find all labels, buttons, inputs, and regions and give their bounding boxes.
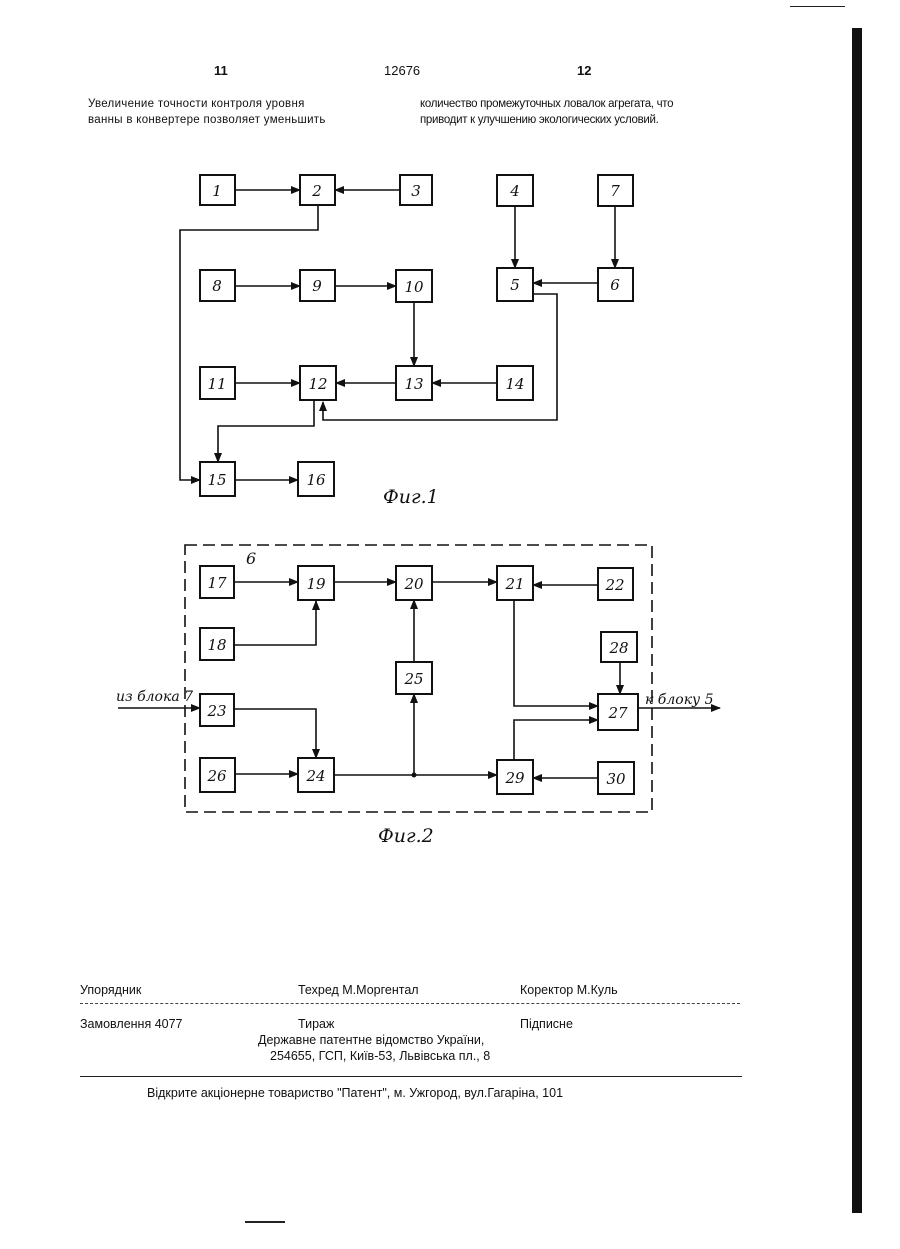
fig2-block-label: 20: [403, 575, 424, 593]
footer-circulation: Тираж: [298, 1017, 334, 1031]
footer-order: Замовлення 4077: [80, 1017, 183, 1031]
fig2-block-label: 17: [207, 574, 227, 592]
fig1-block-label: 7: [610, 182, 620, 200]
fig1-block-label: 1: [212, 182, 222, 200]
fig2-input-label: из блока 7: [116, 689, 193, 705]
footer-compiler: Упорядник: [80, 983, 141, 997]
fig1-block-4: 4: [497, 175, 533, 206]
fig2-block-label: 27: [607, 704, 628, 722]
fig1-block-10: 10: [396, 270, 432, 302]
footer-publisher: Відкрите акціонерне товариство "Патент",…: [147, 1086, 563, 1100]
footer-divider: [80, 1076, 742, 1077]
fig2-block-label: 25: [403, 670, 423, 688]
fig1-block-5: 5: [497, 268, 533, 301]
fig1-block-label: 15: [207, 471, 226, 489]
fig2-block-label: 29: [504, 769, 525, 787]
fig1-block-6: 6: [598, 268, 633, 301]
fig2-block-label: 28: [608, 639, 628, 657]
fig2-block-label: 22: [604, 576, 624, 594]
fig2-block-26: 26: [200, 758, 235, 792]
fig1-block-label: 5: [510, 276, 520, 294]
fig2-block-label: 18: [207, 636, 226, 654]
fig1-block-14: 14: [497, 366, 533, 400]
fig2-block-25: 25: [396, 662, 432, 694]
fig1-block-label: 13: [404, 375, 423, 393]
fig1-block-9: 9: [300, 270, 335, 301]
footer-office-line2: 254655, ГСП, Київ-53, Львівська пл., 8: [270, 1049, 490, 1063]
fig1-block-label: 14: [505, 375, 524, 393]
fig1-block-13: 13: [396, 366, 432, 400]
fig2-block-22: 22: [598, 568, 633, 600]
fig1-block-label: 4: [509, 182, 520, 200]
fig1-block-label: 16: [306, 471, 326, 489]
fig1-block-3: 3: [400, 175, 432, 205]
fig1-block-label: 9: [312, 277, 322, 295]
fig2-block-label: 21: [504, 575, 524, 593]
fig2-block-24: 24: [298, 758, 334, 792]
footer-corrector: Коректор М.Куль: [520, 983, 618, 997]
fig1-block-1: 1: [200, 175, 235, 205]
fig2-block-30: 30: [598, 762, 634, 794]
fig1-block-12: 12: [300, 366, 336, 400]
fig1-block-label: 8: [212, 277, 222, 295]
fig2-output-label: к блоку 5: [645, 692, 714, 708]
fig1-connections: [180, 190, 615, 480]
fig1-block-label: 12: [308, 375, 327, 393]
fig1-block-15: 15: [200, 462, 235, 496]
fig1-block-2: 2: [300, 175, 335, 205]
fig2-block-23: 23: [200, 694, 234, 726]
footer-tech-editor: Техред М.Моргентал: [298, 983, 419, 997]
fig1-block-label: 10: [404, 278, 424, 296]
fig1-block-label: 6: [610, 276, 620, 294]
fig2-block-21: 21: [497, 566, 533, 600]
footer-office-line1: Державне патентне відомство України,: [258, 1033, 484, 1047]
fig2-frame-label: 6: [246, 549, 256, 568]
fig2-block-27: 27: [598, 694, 638, 730]
fig2-caption: Фиг.2: [378, 825, 434, 847]
footer-divider-dashed: [80, 1003, 740, 1004]
fig2-block-29: 29: [497, 760, 533, 794]
fig2-block-17: 17: [200, 566, 234, 598]
fig1-block-7: 7: [598, 175, 633, 206]
fig2-block-label: 19: [306, 575, 326, 593]
fig1-block-label: 11: [207, 375, 226, 393]
fig2-block-18: 18: [200, 628, 234, 660]
fig2-block-label: 26: [206, 767, 227, 785]
fig1-block-8: 8: [200, 270, 235, 301]
fig1-caption: Фиг.1: [383, 486, 439, 508]
fig2-block-19: 19: [298, 566, 334, 600]
fig2-block-20: 20: [396, 566, 432, 600]
fig2-block-28: 28: [601, 632, 637, 662]
fig2-block-label: 30: [606, 770, 626, 788]
fig1-block-16: 16: [298, 462, 334, 496]
fig2-block-label: 23: [206, 702, 226, 720]
fig1-block-label: 3: [411, 182, 421, 200]
footer-subscription: Підписне: [520, 1017, 573, 1031]
fig1-block-11: 11: [200, 367, 235, 399]
fig1-block-label: 2: [311, 182, 322, 200]
fig2-block-label: 24: [305, 767, 325, 785]
